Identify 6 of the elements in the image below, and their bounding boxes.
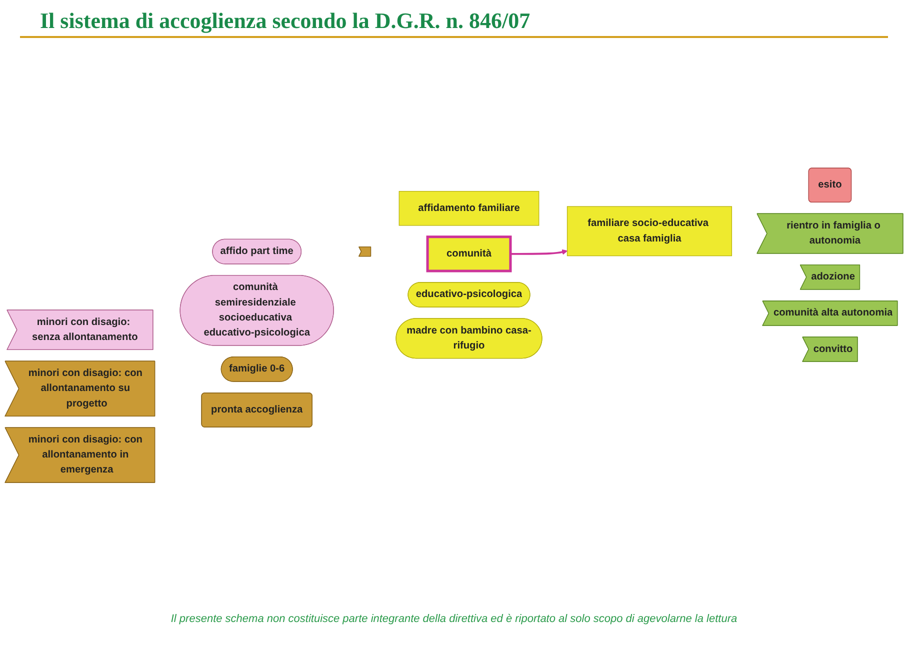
- arrow: [510, 250, 568, 256]
- node-box: comunità: [426, 236, 512, 272]
- node-box: familiare socio-educativa casa famiglia: [566, 206, 732, 256]
- node-box: affidamento familiare: [398, 191, 540, 226]
- caption: Il presente schema non costituisce parte integrante della direttiva ed è riportato al solo scopo di agevolarne la lettura: [170, 613, 738, 625]
- diagram-title: Il sistema di accoglienza secondo la D.G.R. n. 846/07: [20, 0, 888, 38]
